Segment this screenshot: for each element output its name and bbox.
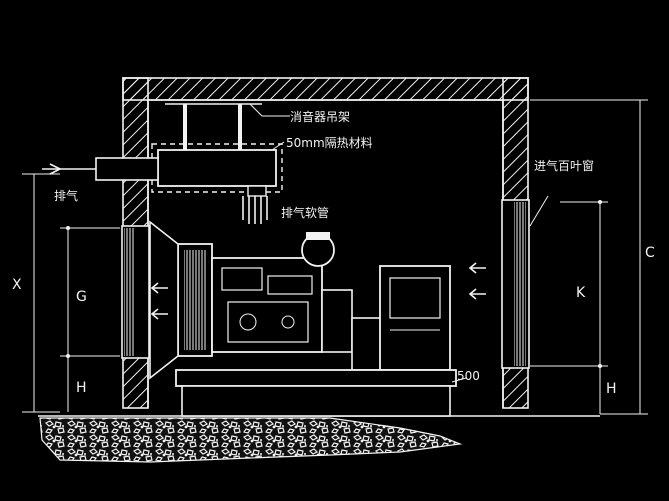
alternator-front [351,317,383,371]
label-insulation: 50mm隔热材料 [286,136,373,150]
engine-detail-1 [221,267,263,291]
ground [38,415,600,463]
radiator-core [184,250,206,350]
room-enclosure [121,77,530,409]
label-exhaust: 排气 [54,188,78,203]
base-leader [451,377,467,383]
left-louver [124,228,134,356]
dim-label-h-left: H [76,380,87,396]
g-mid-dot [66,354,70,358]
airflow-arrows [150,262,486,320]
engine-pulley-2 [281,315,295,329]
louver-leader [529,195,549,227]
dim-label-g: G [76,289,87,305]
dim-label-k: K [576,285,586,301]
hanger-rod-left [183,104,187,176]
engine-detail-3 [227,301,309,343]
control-panel [389,277,441,319]
exhaust-pipe [95,157,159,181]
label-base-500: 500 [457,369,480,383]
intake-louver [514,202,526,366]
concrete-base [181,385,451,417]
hanger-rod-right [238,104,242,176]
in-arrow-2-icon [468,288,486,300]
coupling-housing [321,289,353,353]
dim-label-x: X [12,277,22,293]
engine-pulley [239,313,257,331]
k-top-dot [598,200,602,204]
dim-label-c: C [645,245,655,261]
radiator-duct [149,220,179,380]
right-dimensions [530,99,648,415]
out-arrow-1-icon [150,282,168,294]
g-top-dot [66,226,70,230]
label-intake-louver: 进气百叶窗 [534,158,594,173]
air-filter-cap [306,232,330,240]
insulation-leader [271,141,285,151]
text-labels: 消音器吊架 50mm隔热材料 排气 排气软管 进气百叶窗 500 X G H K… [12,109,655,397]
engine-detail-2 [267,275,313,295]
engine-block [211,257,323,353]
base-frame [175,369,457,387]
k-mid-dot [598,364,602,368]
left-dimensions [22,173,120,413]
silencer-body [157,149,277,187]
exhaust-arrow-icon [49,163,62,175]
dim-label-h-right: H [606,381,617,397]
out-arrow-2-icon [150,308,168,320]
generator-set [149,220,467,417]
leader-lines [249,103,549,227]
insulation-outline [151,143,283,193]
hanger-leader [249,103,290,117]
label-silencer-hanger: 消音器吊架 [290,109,350,124]
silencer-assembly [42,103,283,224]
hose-flange [247,185,267,197]
in-arrow-1-icon [468,262,486,274]
label-exhaust-hose: 排气软管 [281,205,329,220]
gravel-foundation [39,417,463,463]
roof-slab [122,77,529,101]
